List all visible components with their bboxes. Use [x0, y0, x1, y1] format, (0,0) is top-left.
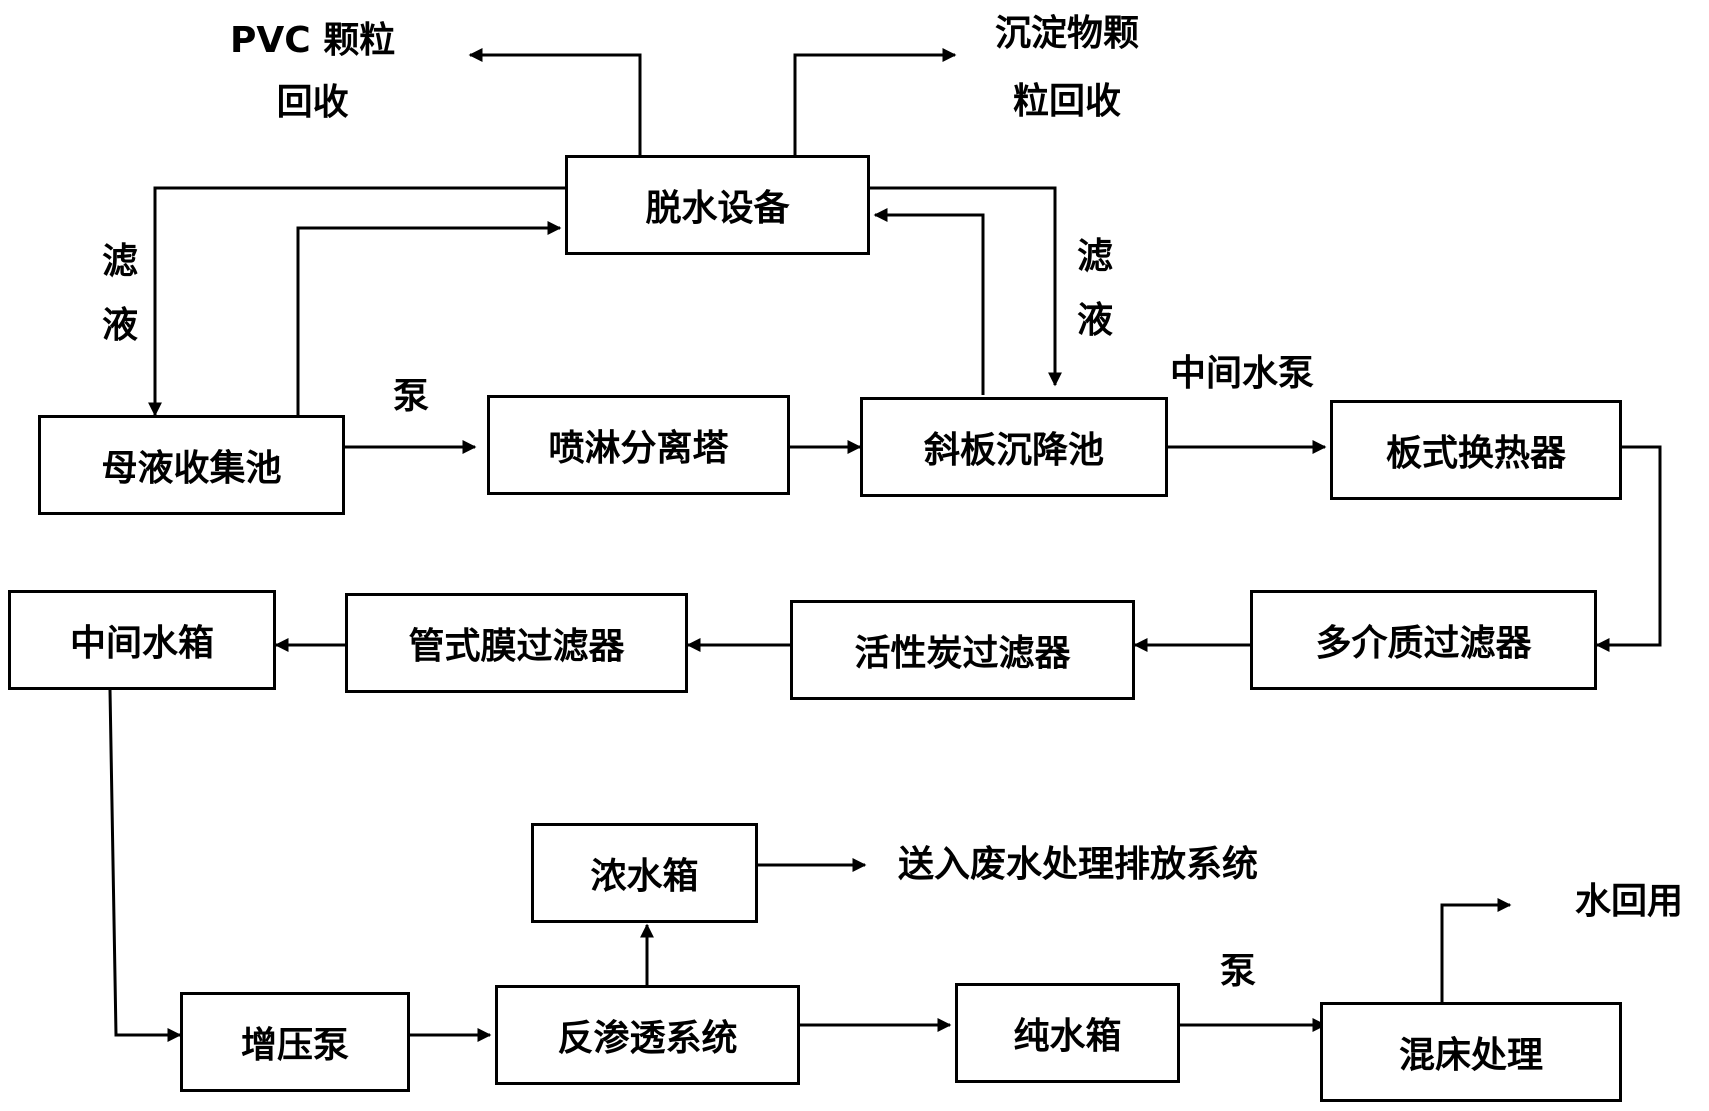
arrow-hx-to-multimedia [1595, 445, 1662, 652]
box-mixed-bed: 混床处理 [1320, 1002, 1622, 1102]
label-to-wastewater: 送入废水处理排放系统 [898, 844, 1259, 885]
arrow-midtank-to-booster [108, 689, 182, 1042]
arrow-to-pvc-recovery [468, 48, 642, 155]
box-conc-tank: 浓水箱 [531, 823, 758, 923]
label-mid-pump: 中间水泵 [1170, 353, 1315, 394]
box-settling-tank: 斜板沉降池 [860, 397, 1168, 497]
label-water-reuse: 水回用 [1575, 881, 1684, 922]
arrow-filtrate-to-settling [870, 186, 1062, 387]
box-carbon-filter: 活性炭过滤器 [790, 600, 1135, 700]
arrow-mixedbed-to-reuse [1440, 898, 1512, 1002]
arrow-to-sediment-recovery [793, 48, 957, 155]
arrow-settling-to-dewater [873, 208, 985, 395]
box-plate-hx: 板式换热器 [1330, 400, 1622, 500]
label-pump-2: 泵 [1220, 951, 1257, 992]
label-pump-1: 泵 [393, 376, 430, 417]
box-dewater: 脱水设备 [565, 155, 870, 255]
box-mother-liquor: 母液收集池 [38, 415, 345, 515]
box-spray-tower: 喷淋分离塔 [487, 395, 790, 495]
label-filtrate-left: 滤液 [101, 241, 138, 346]
box-booster-pump: 增压泵 [180, 992, 410, 1092]
box-ro-system: 反渗透系统 [495, 985, 800, 1085]
arrow-filtrate-to-mother-liquor [148, 186, 565, 417]
label-sediment-recovery: 沉淀物颗 粒回收 [995, 13, 1140, 122]
box-tube-membrane: 管式膜过滤器 [345, 593, 688, 693]
arrow-mother-liquor-to-dewater [296, 221, 562, 415]
label-filtrate-right: 滤液 [1076, 236, 1113, 341]
box-pure-tank: 纯水箱 [955, 983, 1180, 1083]
label-pvc-recovery: PVC 颗粒 回收 [230, 20, 396, 123]
box-multimedia-filter: 多介质过滤器 [1250, 590, 1597, 690]
box-mid-tank: 中间水箱 [8, 590, 276, 690]
